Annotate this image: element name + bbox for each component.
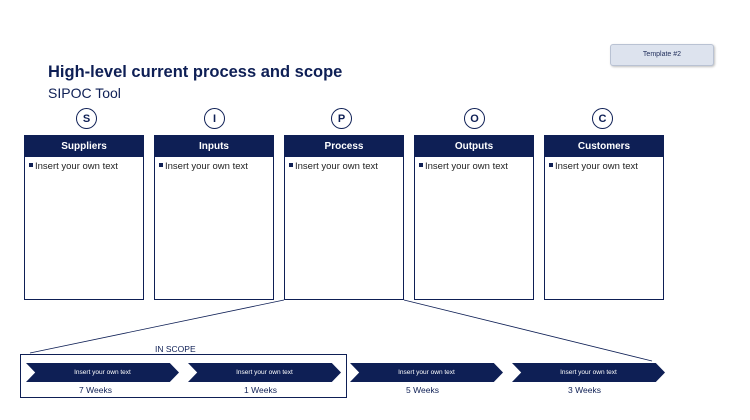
expansion-line-left [29, 299, 285, 354]
column-header: Suppliers [25, 136, 143, 157]
column-body[interactable]: Insert your own text [415, 157, 533, 176]
letter-circle-o: O [464, 108, 485, 129]
step-chevron-2[interactable]: Insert your own text [188, 363, 341, 382]
in-scope-label: IN SCOPE [155, 344, 196, 354]
column-body[interactable]: Insert your own text [25, 157, 143, 176]
column-body[interactable]: Insert your own text [545, 157, 663, 176]
letter-circle-c: C [592, 108, 613, 129]
page-title: High-level current process and scope [48, 63, 343, 81]
step-duration-2: 1 Weeks [244, 385, 277, 395]
template-tag: Template #2 [610, 44, 714, 66]
step-chevron-3[interactable]: Insert your own text [350, 363, 503, 382]
letter-circle-p: P [331, 108, 352, 129]
bullet-icon [29, 163, 33, 168]
column-inputs: Inputs Insert your own text [154, 135, 274, 300]
step-chevron-4[interactable]: Insert your own text [512, 363, 665, 382]
bullet-icon [419, 163, 423, 168]
column-header: Process [285, 136, 403, 157]
bullet-text: Insert your own text [555, 161, 638, 172]
expansion-line-right [403, 299, 653, 362]
letter-circle-i: I [204, 108, 225, 129]
column-header: Inputs [155, 136, 273, 157]
column-process: Process Insert your own text [284, 135, 404, 300]
page-subtitle: SIPOC Tool [48, 85, 121, 101]
bullet-text: Insert your own text [35, 161, 118, 172]
step-duration-1: 7 Weeks [79, 385, 112, 395]
bullet-text: Insert your own text [295, 161, 378, 172]
step-duration-4: 3 Weeks [568, 385, 601, 395]
bullet-icon [549, 163, 553, 168]
column-body[interactable]: Insert your own text [155, 157, 273, 176]
column-suppliers: Suppliers Insert your own text [24, 135, 144, 300]
column-body[interactable]: Insert your own text [285, 157, 403, 176]
bullet-text: Insert your own text [165, 161, 248, 172]
column-outputs: Outputs Insert your own text [414, 135, 534, 300]
column-header: Outputs [415, 136, 533, 157]
bullet-text: Insert your own text [425, 161, 508, 172]
bullet-icon [159, 163, 163, 168]
bullet-icon [289, 163, 293, 168]
in-scope-box [20, 354, 347, 398]
step-duration-3: 5 Weeks [406, 385, 439, 395]
step-chevron-1[interactable]: Insert your own text [26, 363, 179, 382]
column-header: Customers [545, 136, 663, 157]
letter-circle-s: S [76, 108, 97, 129]
column-customers: Customers Insert your own text [544, 135, 664, 300]
